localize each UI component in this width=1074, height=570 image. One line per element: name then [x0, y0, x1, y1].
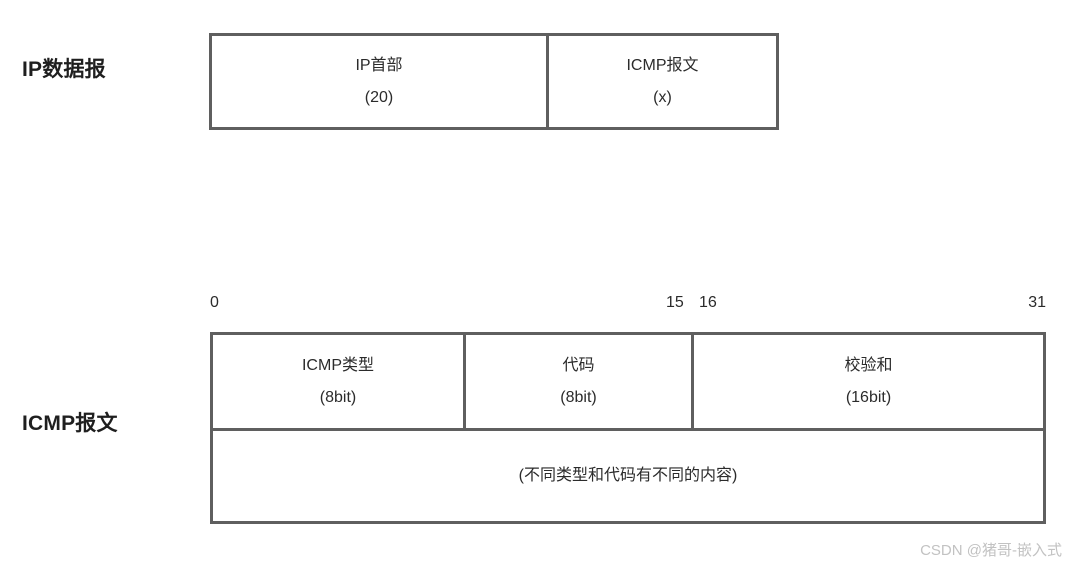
ip-datagram-diagram: IP首部 (20) ICMP报文 (x): [209, 33, 779, 130]
icmp-content-cell: (不同类型和代码有不同的内容): [213, 431, 1043, 521]
icmp-payload-cell: ICMP报文 (x): [546, 36, 776, 127]
bit-ruler-tick-0: 0: [210, 294, 219, 311]
icmp-payload-cell-title: ICMP报文: [626, 56, 699, 74]
icmp-type-cell-title: ICMP类型: [301, 356, 374, 374]
bit-ruler-tick-16: 16: [699, 294, 717, 311]
bit-offset-ruler: 0 15 16 31: [210, 294, 1046, 320]
icmp-payload-cell-size: (x): [653, 88, 672, 106]
icmp-checksum-cell: 校验和 (16bit): [691, 335, 1043, 428]
icmp-type-cell-size: (8bit): [319, 388, 357, 406]
icmp-content-cell-title: (不同类型和代码有不同的内容): [518, 467, 738, 484]
ip-datagram-label: IP数据报: [22, 58, 106, 81]
csdn-watermark: CSDN @猪哥-嵌入式: [920, 542, 1062, 559]
icmp-header-row: ICMP类型 (8bit) 代码 (8bit) 校验和 (16bit): [213, 335, 1043, 428]
icmp-code-cell: 代码 (8bit): [463, 335, 691, 428]
icmp-checksum-cell-title: 校验和: [844, 356, 893, 374]
ip-header-cell-size: (20): [364, 88, 394, 106]
icmp-content-row: (不同类型和代码有不同的内容): [213, 428, 1043, 521]
bit-ruler-tick-15: 15: [666, 294, 684, 311]
icmp-code-cell-title: 代码: [562, 356, 595, 374]
icmp-message-label: ICMP报文: [22, 412, 118, 435]
icmp-message-diagram: ICMP类型 (8bit) 代码 (8bit) 校验和 (16bit) (不同类…: [210, 332, 1046, 524]
icmp-checksum-cell-size: (16bit): [845, 388, 892, 406]
icmp-type-cell: ICMP类型 (8bit): [213, 335, 463, 428]
ip-header-cell: IP首部 (20): [212, 36, 546, 127]
bit-ruler-tick-31: 31: [1028, 294, 1046, 311]
ip-header-cell-title: IP首部: [355, 56, 403, 74]
icmp-code-cell-size: (8bit): [560, 388, 597, 406]
